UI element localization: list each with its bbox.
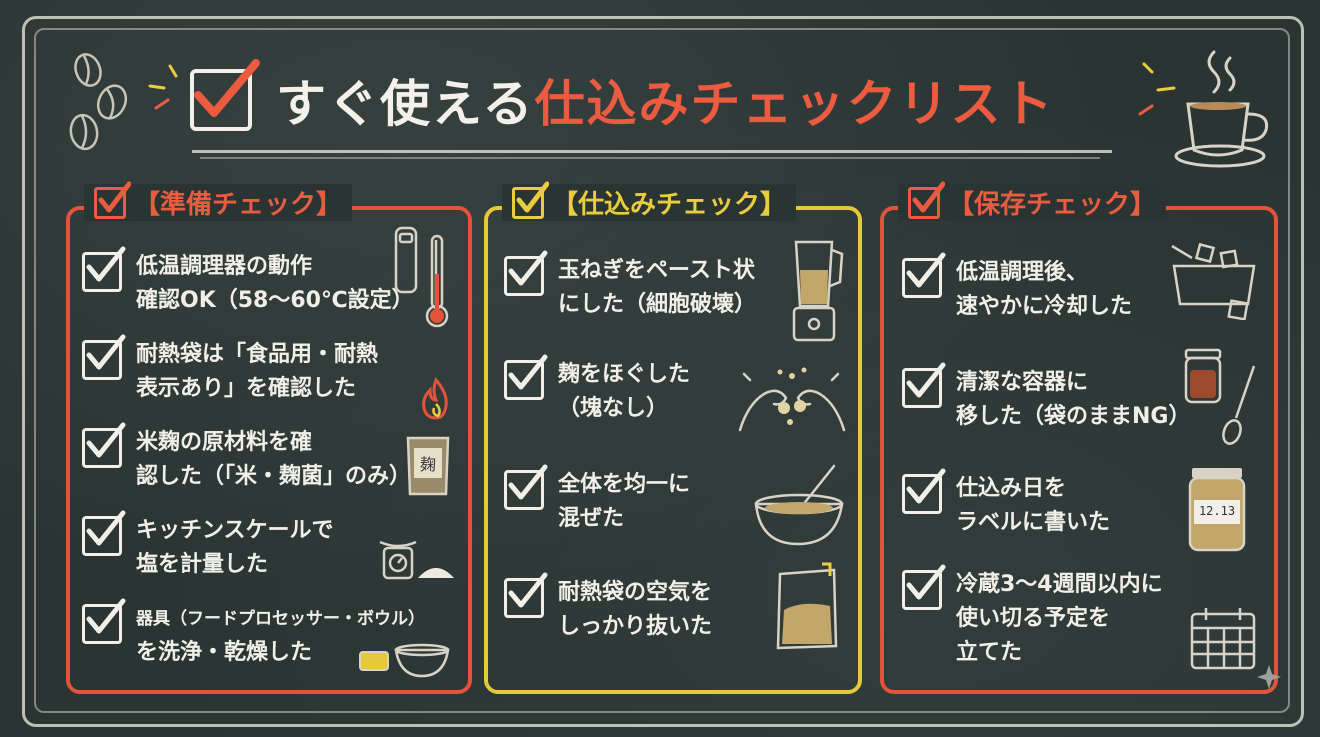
calendar-icon xyxy=(1190,608,1256,670)
item-text-line1: 米麹の原材料を確 xyxy=(136,430,313,455)
item-text-line2: 表示あり」を確認した xyxy=(136,376,357,401)
item-text-line1: 器具（フードプロセッサー・ボウル） xyxy=(136,609,425,629)
sparkle-corner-icon xyxy=(1257,665,1281,689)
checkbox-icon[interactable] xyxy=(82,510,126,556)
checklist-item[interactable]: 耐熱袋の空気をしっかり抜いた xyxy=(504,572,713,644)
item-text-line2: 移した（袋のままNG） xyxy=(956,404,1191,429)
scale-icon xyxy=(379,540,454,580)
checkbox-icon[interactable] xyxy=(504,464,548,510)
board-frame-inner xyxy=(34,28,1290,713)
blender-icon xyxy=(792,240,844,342)
storage-check-heading: 【保存チェック】 xyxy=(898,181,1167,221)
item-text-line3: 立てた xyxy=(956,640,1023,665)
labeled-jar-icon: 12.13 xyxy=(1184,464,1250,554)
checklist-item[interactable]: 低温調理器の動作確認OK（58〜60℃設定） xyxy=(82,246,414,318)
item-text-line2: 認した（「米・麹菌」のみ） xyxy=(136,464,412,489)
prep-check-title: 【準備チェック】 xyxy=(134,190,343,220)
checkbox-icon[interactable] xyxy=(82,422,126,468)
heading-checkbox-icon xyxy=(94,181,131,219)
svg-text:麹: 麹 xyxy=(420,455,436,474)
checkbox-icon[interactable] xyxy=(504,250,548,296)
item-text-line1: 清潔な容器に xyxy=(956,370,1089,395)
jar-label-text: 12.13 xyxy=(1198,504,1236,518)
hands-icon xyxy=(738,367,846,432)
item-text-line2: にした（細胞破壊） xyxy=(558,292,757,317)
checklist-item[interactable]: 仕込み日をラベルに書いた xyxy=(902,468,1111,540)
heading-checkbox-icon xyxy=(908,181,945,219)
checklist-item[interactable]: 麹をほぐした （塊なし） xyxy=(504,354,691,426)
item-text-line2: 混ぜた xyxy=(558,506,625,531)
item-text-line2: （塊なし） xyxy=(558,396,669,421)
title-white-part: すぐ使える xyxy=(276,75,535,133)
checkbox-icon[interactable] xyxy=(82,598,126,644)
item-text-line2: 塩を計量した xyxy=(136,552,269,577)
bag-icon xyxy=(776,562,838,650)
page-title: すぐ使える仕込みチェックリスト xyxy=(190,59,1120,140)
checklist-item[interactable]: 冷蔵3〜4週間以内に使い切る予定を立てた xyxy=(902,564,1163,670)
prep-process-title: 【仕込みチェック】 xyxy=(552,190,787,220)
board-frame xyxy=(22,16,1304,727)
coffee-cup-icon xyxy=(1174,50,1269,168)
ice-bath-icon xyxy=(1171,242,1256,320)
coffee-beans-icon xyxy=(69,53,128,151)
checkbox-icon[interactable] xyxy=(82,334,126,380)
storage-check-panel: 【保存チェック】 低温調理後、速やかに冷却した 清潔な容器に移した（袋のままNG… xyxy=(880,181,1278,694)
item-text-line1: 耐熱袋の空気を xyxy=(558,580,713,605)
checklist-item[interactable]: 低温調理後、速やかに冷却した xyxy=(902,252,1133,324)
item-text-line1: 全体を均一に xyxy=(558,472,691,497)
title-underline-2 xyxy=(200,157,1100,159)
prep-check-heading: 【準備チェック】 xyxy=(84,181,353,221)
title-red-part: 仕込みチェックリスト xyxy=(534,75,1055,133)
prep-check-panel: 【準備チェック】 低温調理器の動作確認OK（58〜60℃設定） 耐熱袋は「食品用… xyxy=(66,181,472,694)
checkbox-icon[interactable] xyxy=(504,354,548,400)
item-text-line2: 使い切る予定を xyxy=(956,606,1111,631)
item-text-line1: 低温調理後、 xyxy=(956,260,1089,285)
jar-spoon-icon xyxy=(1184,348,1256,445)
prep-process-heading: 【仕込みチェック】 xyxy=(502,181,797,221)
sparkle-right-icon xyxy=(1138,62,1176,116)
checkbox-icon[interactable] xyxy=(504,572,548,618)
item-text-line2: を洗浄・乾燥した xyxy=(136,640,313,665)
thermometer-icon xyxy=(394,226,449,328)
item-text-line1: 仕込み日を xyxy=(956,476,1067,501)
item-text-line1: 低温調理器の動作 xyxy=(136,254,313,279)
item-text-line2: 速やかに冷却した xyxy=(956,294,1133,319)
checklist-item[interactable]: 器具（フードプロセッサー・ボウル） を洗浄・乾燥した xyxy=(82,598,425,670)
item-text-line2: 確認OK（58〜60℃設定） xyxy=(136,288,414,313)
item-text-line2: しっかり抜いた xyxy=(558,614,713,639)
item-text-line1: キッチンスケールで xyxy=(136,518,334,543)
checkbox-icon[interactable] xyxy=(902,564,946,610)
storage-check-title: 【保存チェック】 xyxy=(948,190,1157,220)
sparkle-left-icon xyxy=(148,64,178,110)
item-text-line1: 玉ねぎをペースト状 xyxy=(558,258,755,283)
checklist-item[interactable]: 耐熱袋は「食品用・耐熱表示あり」を確認した xyxy=(82,334,379,406)
checkbox-icon[interactable] xyxy=(82,246,126,292)
prep-process-panel: 【仕込みチェック】 玉ねぎをペースト状にした（細胞破壊） 麹をほぐした （塊なし） xyxy=(484,181,862,694)
item-text-line1: 耐熱袋は「食品用・耐熱 xyxy=(136,342,379,367)
mixing-bowl-icon xyxy=(754,464,844,546)
heading-checkbox-icon xyxy=(512,181,549,219)
checkbox-icon[interactable] xyxy=(902,362,946,408)
checklist-item[interactable]: 全体を均一に混ぜた xyxy=(504,464,691,536)
item-text-line1: 麹をほぐした xyxy=(558,362,691,387)
checklist-item[interactable]: 米麹の原材料を確認した（「米・麹菌」のみ） xyxy=(82,422,412,494)
checkbox-icon[interactable] xyxy=(902,468,946,514)
koji-bag-icon: 麹 xyxy=(406,436,450,496)
checklist-item[interactable]: キッチンスケールで塩を計量した xyxy=(82,510,334,582)
item-text-line2: ラベルに書いた xyxy=(956,510,1111,535)
checklist-item[interactable]: 玉ねぎをペースト状にした（細胞破壊） xyxy=(504,250,757,322)
checkbox-icon[interactable] xyxy=(902,252,946,298)
item-text-line1: 冷蔵3〜4週間以内に xyxy=(956,572,1163,597)
title-underline xyxy=(192,150,1112,153)
flame-icon xyxy=(422,377,448,420)
title-checkbox-icon xyxy=(190,59,260,131)
bowl-sponge-icon xyxy=(359,643,450,678)
checklist-item[interactable]: 清潔な容器に移した（袋のままNG） xyxy=(902,362,1191,434)
